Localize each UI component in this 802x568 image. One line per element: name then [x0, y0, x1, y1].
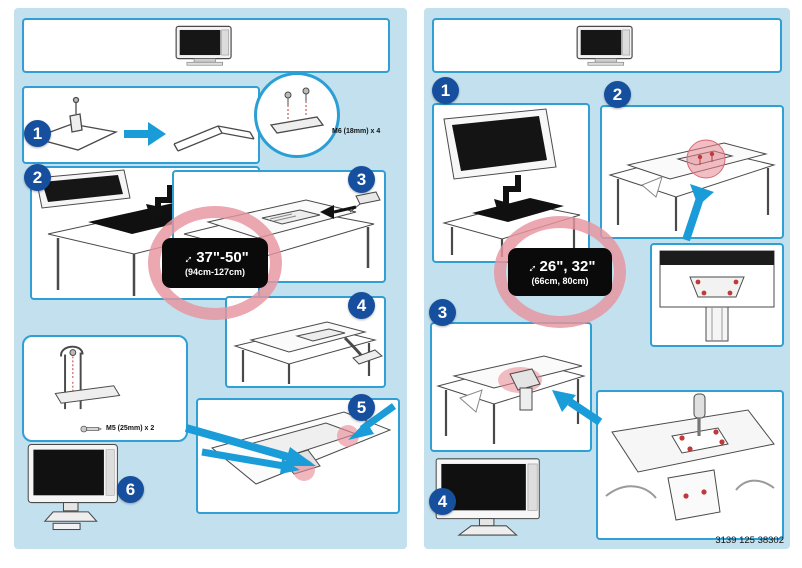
left-finished-tv-drawing — [22, 438, 134, 536]
right-step-number-3: 3 — [429, 299, 456, 326]
step6-column-screw-drawing — [54, 345, 121, 410]
left-step-number-2: 2 — [24, 164, 51, 191]
right-parts-strip: R03 / AAA (1.5V) x 2 — [432, 18, 782, 73]
step1-base-assembly-drawing — [31, 96, 255, 152]
r-step3-attach-stand-drawing — [436, 355, 586, 444]
step1-screw-label: M6 (18mm) x 4 — [332, 128, 381, 135]
step4-stand-attached-drawing — [233, 321, 383, 384]
screwdriver-detail-drawing — [605, 393, 775, 521]
right-instruction-panel: R03 / AAA (1.5V) x 2 — [424, 8, 790, 549]
left-step-number-3: 3 — [348, 166, 375, 193]
right-step-number-2: 2 — [604, 81, 631, 108]
right-bracket-callout-box — [650, 243, 784, 347]
step6-screw-row: M5 (25mm) x 2 — [80, 425, 154, 433]
right-step3-box — [430, 322, 592, 452]
tv-icon — [576, 25, 633, 66]
size-cm: (94cm-127cm) — [184, 267, 246, 277]
step2-to-callout-arrow — [672, 180, 716, 244]
remote-icon — [778, 24, 802, 67]
bracket-detail-drawing — [659, 250, 775, 342]
left-step1-box — [22, 86, 260, 164]
size-line1: ↔ 37"-50" — [178, 248, 249, 267]
tv-icon — [175, 25, 232, 66]
left-size-badge: ↔ 37"-50" (94cm-127cm) — [162, 238, 268, 288]
tv-front-stand-drawing — [27, 443, 118, 531]
size-inches: 26", 32" — [539, 258, 596, 275]
left-instruction-panel: R03 / AAA (1.5V) x 2 — [14, 8, 569, 549]
step3-to-callout-arrow — [550, 388, 606, 428]
left-step6-box: M5 (25mm) x 2 — [22, 335, 188, 442]
right-screwdriver-callout-box — [596, 390, 784, 540]
left-parts-strip: R03 / AAA (1.5V) x 2 — [22, 18, 569, 73]
left-step-number-5: 5 — [348, 394, 375, 421]
step6-to-step5-arrow — [180, 416, 320, 474]
diagonal-arrow-icon: ↔ — [178, 248, 197, 267]
size-line1: ↔ 26", 32" — [521, 257, 596, 275]
left-step-number-1: 1 — [24, 120, 51, 147]
step1-screw-detail-drawing — [269, 87, 325, 134]
size-inches: 37"-50" — [196, 249, 249, 266]
r-step2-screw-area-drawing — [608, 139, 776, 231]
screw-icon — [80, 425, 102, 433]
left-step-number-6: 6 — [117, 476, 144, 503]
right-size-badge: ↔ 26", 32" (66cm, 80cm) — [508, 248, 612, 296]
left-step-number-4: 4 — [348, 292, 375, 319]
step6-screw-label: M5 (25mm) x 2 — [106, 424, 155, 432]
size-cm: (66cm, 80cm) — [531, 276, 589, 286]
right-step-number-4: 4 — [429, 488, 456, 515]
right-step-number-1: 1 — [432, 77, 459, 104]
step1-screw-callout-circle — [254, 72, 340, 158]
document-part-number: 3139 125 38302 — [715, 535, 784, 546]
diagonal-arrow-icon: ↔ — [521, 257, 540, 276]
